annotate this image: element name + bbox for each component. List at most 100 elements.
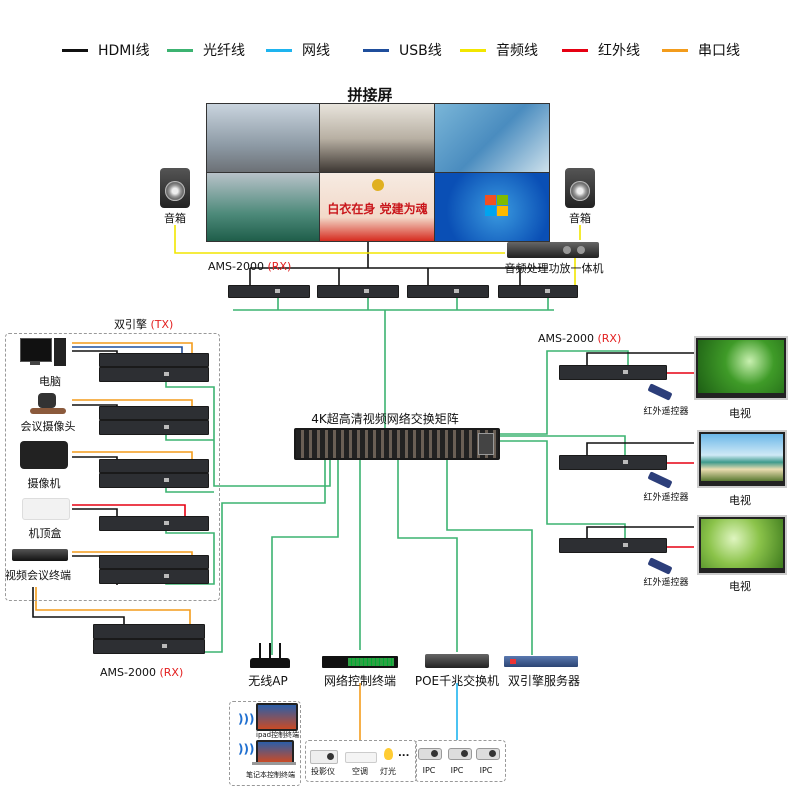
party-emblem-icon bbox=[372, 179, 384, 191]
wireless-ap-icon bbox=[250, 643, 290, 671]
rx-device bbox=[559, 365, 667, 380]
ipc-label: IPC bbox=[450, 766, 464, 775]
ipad-icon bbox=[256, 703, 298, 731]
poe-switch-icon bbox=[425, 654, 489, 668]
wall-cell-surgery bbox=[434, 103, 550, 174]
wifi-icon: ))) bbox=[238, 742, 255, 756]
wall-cell-control-room bbox=[206, 103, 321, 174]
legend-swatch bbox=[363, 48, 389, 52]
amplifier-icon bbox=[507, 242, 599, 258]
legend-usb: USB线 bbox=[363, 40, 442, 60]
speaker-right-label: 音箱 bbox=[569, 212, 591, 225]
speaker-icon bbox=[160, 168, 190, 208]
serial-wire bbox=[35, 587, 191, 630]
bottom-device-label: 网络控制终端 bbox=[323, 674, 397, 688]
controlled-device-label: 投影仪 bbox=[311, 767, 335, 776]
tx-device-top bbox=[99, 555, 209, 569]
set-top-box-icon bbox=[22, 498, 70, 520]
legend-network: 网线 bbox=[266, 40, 330, 60]
source-label: 会议摄像头 bbox=[20, 420, 76, 433]
control-terminals-box bbox=[229, 701, 301, 786]
video-conference-terminal-icon bbox=[12, 549, 68, 561]
audio-wire bbox=[574, 225, 581, 290]
camcorder-icon bbox=[20, 441, 68, 469]
tv-screen bbox=[694, 336, 788, 400]
tv-screen bbox=[697, 515, 787, 575]
legend-audio: 音频线 bbox=[460, 40, 538, 60]
source-label: 电脑 bbox=[39, 375, 61, 388]
bottom-device-label: POE千兆交换机 bbox=[414, 674, 500, 688]
tx-title: 双引擎 bbox=[114, 318, 147, 331]
conference-camera-icon bbox=[30, 393, 70, 415]
wall-cell-operating-room bbox=[206, 172, 321, 242]
rx-device bbox=[228, 285, 310, 298]
ipc-label: IPC bbox=[422, 766, 436, 775]
controlled-device-label: 灯光 bbox=[380, 767, 396, 776]
bottom-rx-label: AMS-2000 (RX) bbox=[100, 666, 183, 679]
hdmi-wire bbox=[249, 240, 548, 290]
ipc-camera-icon bbox=[476, 748, 500, 760]
fiber-wire bbox=[233, 296, 554, 428]
tx-device bbox=[99, 516, 209, 531]
rx-device-top bbox=[93, 624, 205, 639]
video-wall: 白衣在身 党建为魂 bbox=[206, 103, 550, 242]
legend-label: 音频线 bbox=[496, 43, 538, 59]
source-label: 摄像机 bbox=[27, 477, 61, 490]
remote-label: 红外遥控器 bbox=[643, 578, 689, 588]
ipc-label: IPC bbox=[479, 766, 493, 775]
tx-device-top bbox=[99, 353, 209, 367]
tv-label: 电视 bbox=[729, 580, 751, 593]
fiber-wire bbox=[271, 455, 533, 655]
fiber-wire bbox=[165, 380, 331, 585]
legend-label: HDMI线 bbox=[98, 43, 150, 59]
wall-cell-conference-room bbox=[319, 103, 436, 174]
rx-device bbox=[498, 285, 578, 298]
legend-serial: 串口线 bbox=[662, 40, 740, 60]
wall-cell-windows-desktop bbox=[434, 172, 550, 242]
rx-device-bottom bbox=[93, 639, 205, 654]
rx-tag: (RX) bbox=[267, 260, 292, 273]
wall-cell-party-banner: 白衣在身 党建为魂 bbox=[319, 172, 436, 242]
controlled-device-label: 空调 bbox=[352, 767, 368, 776]
computer-icon bbox=[20, 338, 68, 368]
source-label: 视频会议终端 bbox=[5, 569, 71, 582]
rx-tag: (RX) bbox=[159, 666, 184, 679]
more-devices-ellipsis: ... bbox=[398, 748, 410, 759]
hdmi-wire bbox=[72, 350, 118, 585]
matrix-switch bbox=[294, 428, 500, 460]
rx-device bbox=[407, 285, 489, 298]
legend-label: 光纤线 bbox=[203, 43, 245, 59]
speaker-left-label: 音箱 bbox=[164, 212, 186, 225]
light-bulb-icon bbox=[384, 748, 393, 760]
ipc-box bbox=[415, 740, 506, 782]
network-control-terminal-icon bbox=[322, 656, 398, 668]
legend-swatch bbox=[62, 48, 88, 52]
model-text: AMS-2000 bbox=[100, 666, 156, 679]
tx-group-box bbox=[5, 333, 220, 601]
wifi-icon: ))) bbox=[238, 712, 255, 726]
source-label: 机顶盒 bbox=[28, 527, 62, 540]
tx-device-bottom bbox=[99, 420, 209, 435]
projector-icon bbox=[310, 750, 338, 764]
legend-label: 串口线 bbox=[698, 43, 740, 59]
legend-swatch bbox=[266, 48, 292, 52]
controlled-devices-box bbox=[305, 740, 417, 782]
bottom-device-label: 双引擎服务器 bbox=[507, 674, 581, 688]
tx-device-bottom bbox=[99, 569, 209, 584]
fiber-wire bbox=[495, 350, 629, 544]
tx-device-top bbox=[99, 459, 209, 473]
tx-device-top bbox=[99, 406, 209, 420]
rx-device bbox=[559, 538, 667, 553]
bottom-device-label: 无线AP bbox=[248, 674, 288, 688]
control-terminal-label: ipad控制终端 bbox=[256, 731, 300, 739]
tv-screen bbox=[697, 430, 787, 488]
legend: HDMI线 光纤线 网线 USB线 音频线 红外线 串口线 bbox=[0, 40, 800, 62]
air-conditioner-icon bbox=[345, 752, 377, 763]
legend-swatch bbox=[167, 48, 193, 52]
model-text: AMS-2000 bbox=[538, 332, 594, 345]
serial-wire bbox=[72, 342, 193, 562]
ir-wire bbox=[72, 504, 186, 518]
banner-text: 白衣在身 党建为魂 bbox=[327, 202, 428, 216]
matrix-label: 4K超高清视频网络交换矩阵 bbox=[311, 412, 459, 426]
